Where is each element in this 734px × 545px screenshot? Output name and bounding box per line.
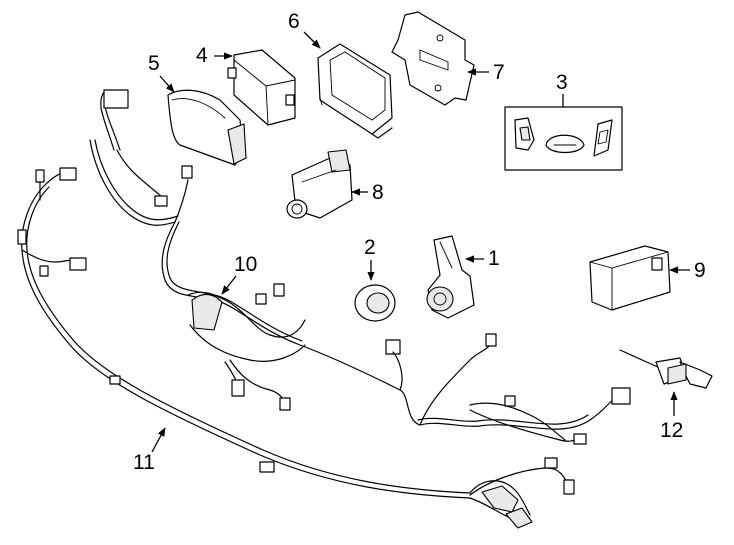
callout-7: 7	[467, 61, 505, 84]
callout-10: 10	[221, 253, 257, 295]
park-sensor-1	[426, 235, 475, 319]
sensor-grommet-2	[354, 284, 396, 322]
camera-wiring-harness	[89, 89, 631, 445]
callout-label: 9	[694, 259, 706, 282]
module-cover	[167, 89, 247, 166]
callout-3: 3	[556, 71, 568, 107]
callout-12: 12	[660, 391, 683, 442]
callout-label: 8	[372, 181, 384, 204]
callout-label: 11	[133, 451, 155, 474]
callout-label: 7	[493, 61, 505, 84]
bumper-wiring-harness	[17, 167, 575, 529]
control-module-4	[227, 49, 296, 126]
callout-label: 12	[660, 419, 683, 442]
callout-4: 4	[196, 44, 233, 67]
callout-label: 6	[288, 10, 300, 33]
rear-camera-8	[286, 149, 353, 219]
callout-label: 2	[364, 236, 376, 259]
callout-9: 9	[669, 259, 706, 282]
callout-1: 1	[465, 247, 500, 270]
callout-2: 2	[364, 236, 376, 281]
module-bracket-6	[317, 43, 393, 139]
callout-5: 5	[148, 52, 175, 93]
callout-label: 3	[556, 71, 568, 94]
kit-box-3	[504, 106, 623, 171]
callout-6: 6	[288, 10, 321, 49]
callout-11: 11	[133, 427, 166, 474]
callout-label: 5	[148, 52, 160, 75]
control-module-9	[589, 245, 671, 311]
callout-8: 8	[351, 181, 384, 204]
callout-label: 4	[196, 44, 208, 67]
temperature-sensor-12	[619, 349, 713, 389]
callout-label: 10	[234, 253, 257, 276]
mounting-plate-7	[391, 11, 475, 106]
callout-label: 1	[488, 247, 500, 270]
